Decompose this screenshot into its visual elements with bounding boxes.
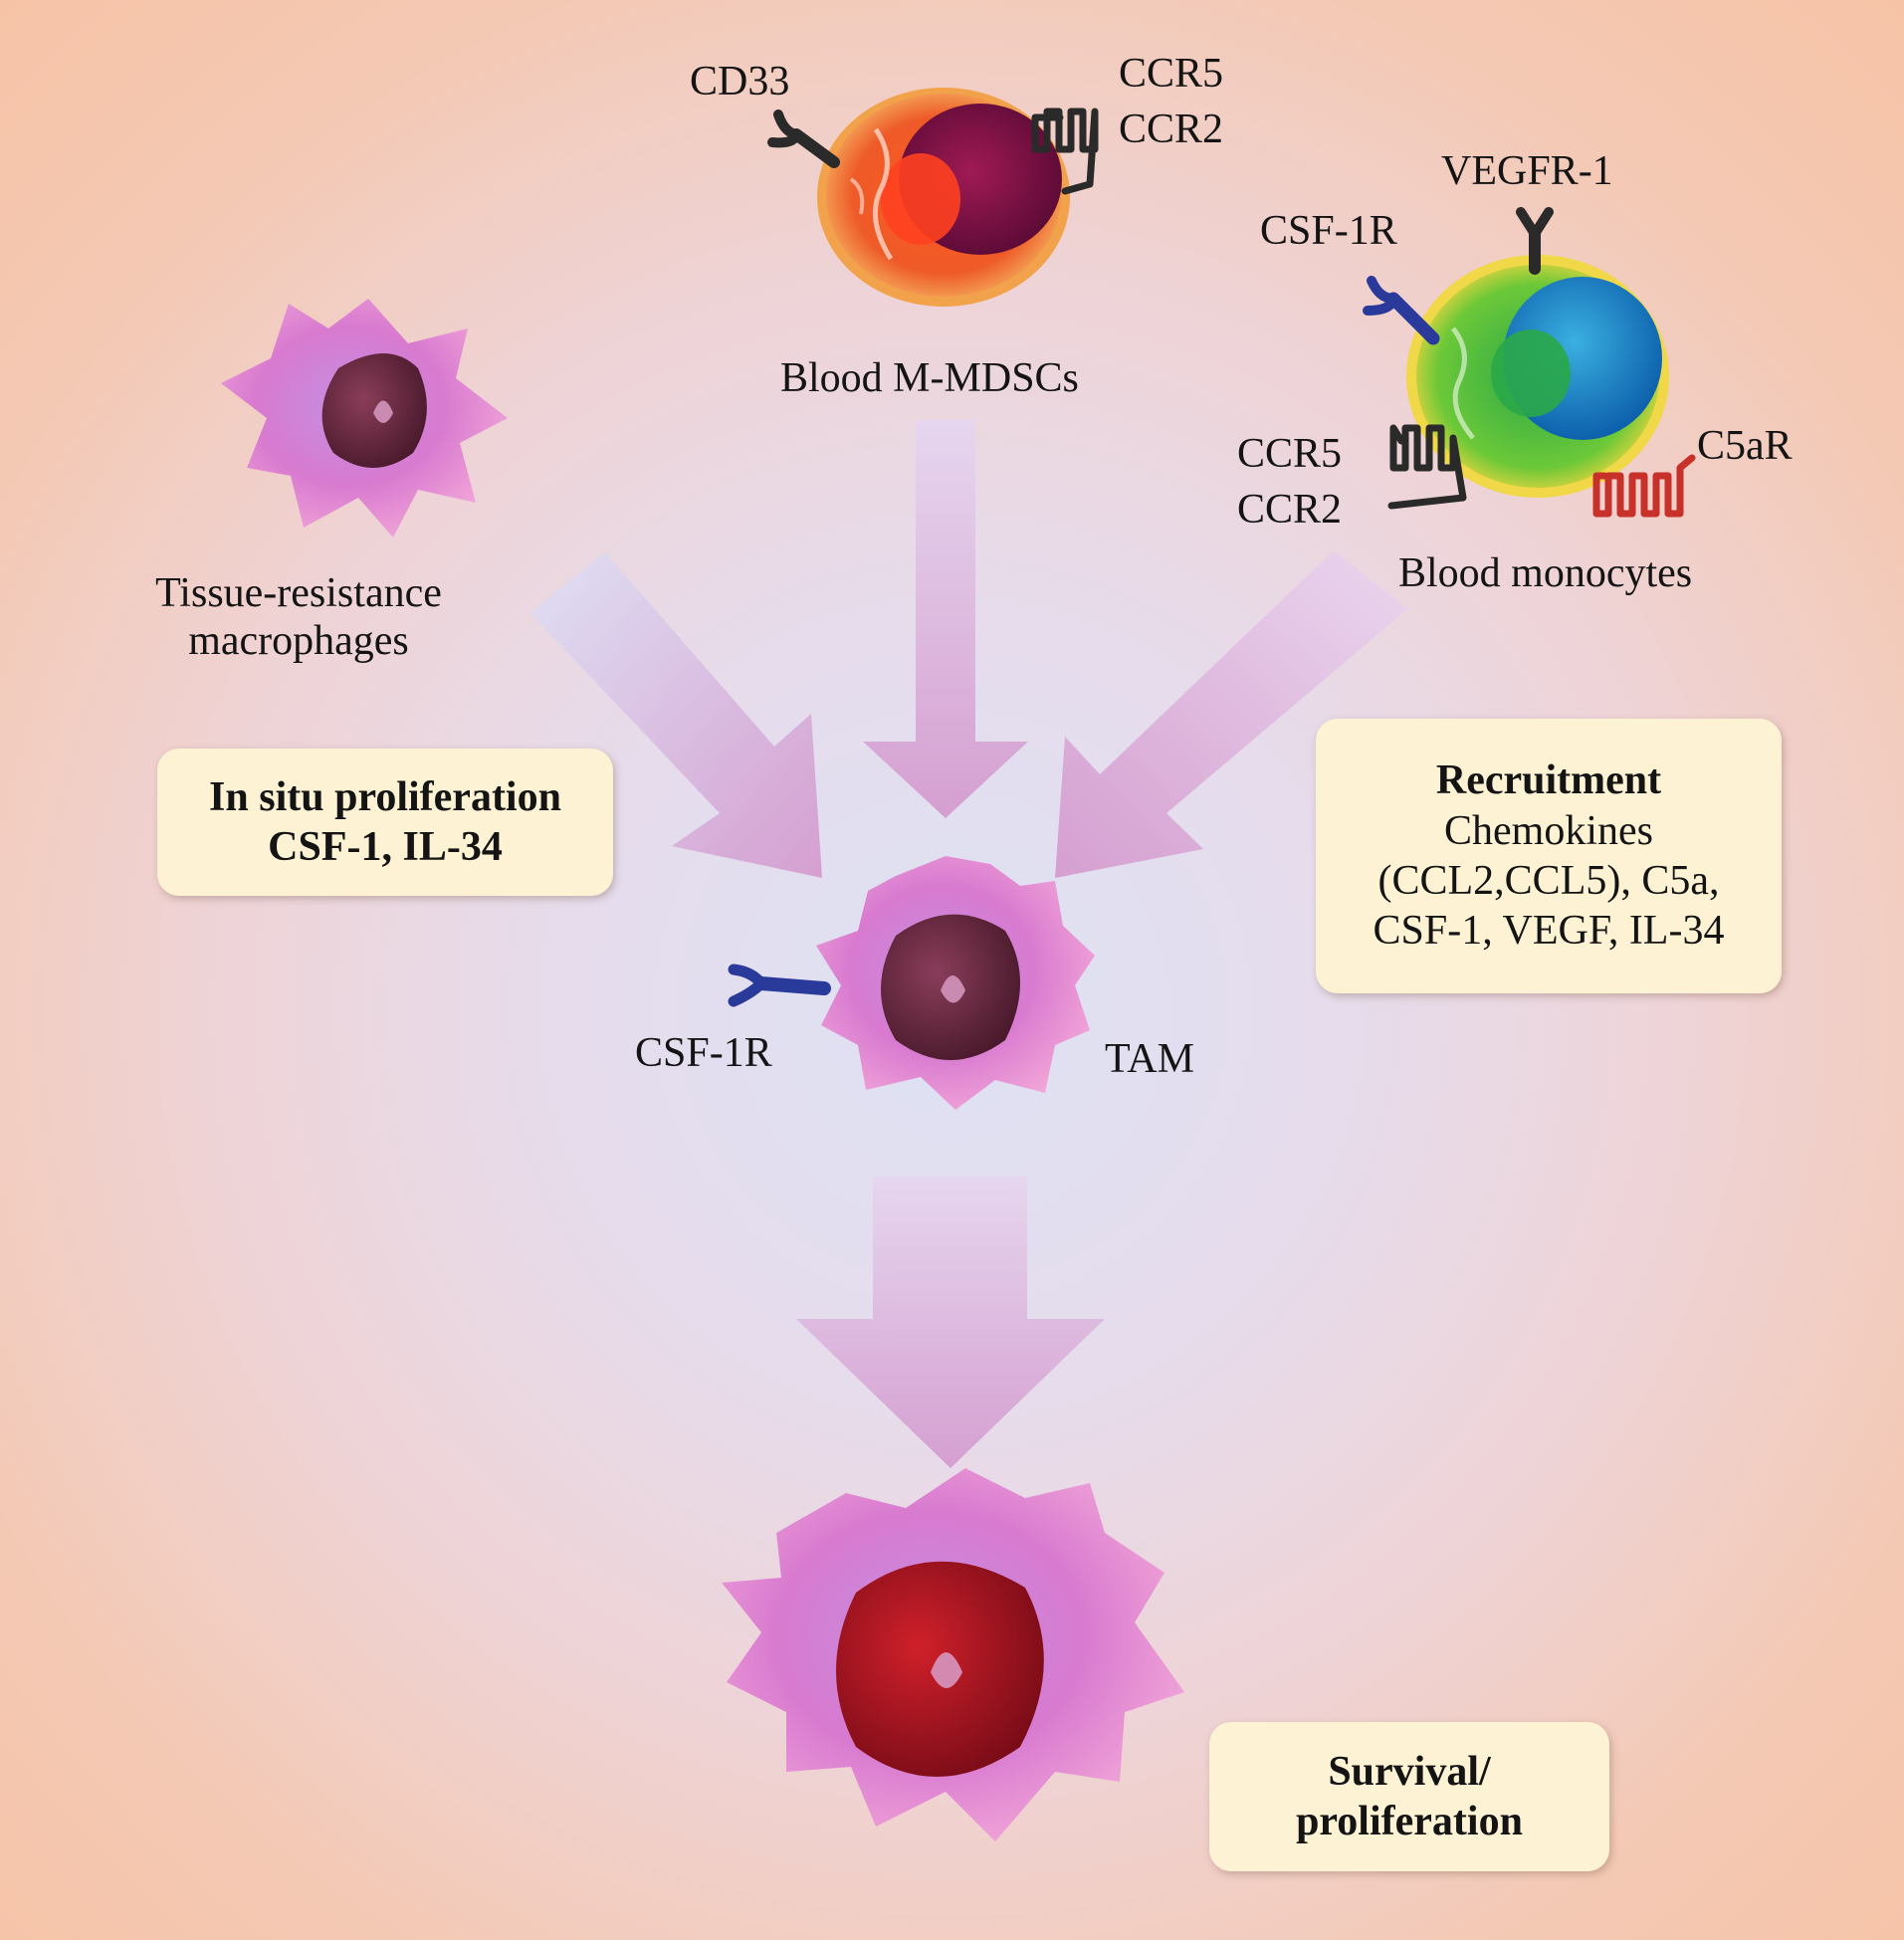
tissue-label-line2: macrophages <box>188 618 409 665</box>
vegfr1-label: VEGFR-1 <box>1441 148 1613 194</box>
tissue-macrophage-icon <box>221 299 508 538</box>
monocyte-csf1r-receptor-icon <box>1363 276 1440 345</box>
arrow-mdsc-to-tam <box>863 420 1028 818</box>
c5ar-label: C5aR <box>1697 423 1793 469</box>
tam-csf1r-receptor-icon <box>728 964 831 1007</box>
cd33-label: CD33 <box>690 59 790 105</box>
survival-line1: Survival/ <box>1328 1748 1491 1795</box>
in-situ-line1: In situ proliferation <box>209 773 561 820</box>
cd33-receptor-icon <box>767 109 840 168</box>
mdsc-ccr2-label: CCR2 <box>1119 107 1224 152</box>
recruitment-box: Recruitment Chemokines (CCL2,CCL5), C5a,… <box>1316 719 1782 993</box>
recruitment-title: Recruitment <box>1435 757 1662 804</box>
recruitment-line2: (CCL2,CCL5), C5a, <box>1377 858 1720 904</box>
survival-proliferation-box: Survival/ proliferation <box>1209 1722 1609 1871</box>
survival-line2: proliferation <box>1296 1799 1523 1844</box>
in-situ-line2: CSF-1, IL-34 <box>268 824 503 870</box>
arrow-tissue-to-tam <box>530 552 822 878</box>
monocyte-cell-icon <box>1406 255 1669 498</box>
monocyte-csf1r-label: CSF-1R <box>1260 208 1397 254</box>
tam-cell-icon <box>816 856 1095 1110</box>
recruitment-line1: Chemokines <box>1444 807 1653 854</box>
blood-mmdscs-label: Blood M-MDSCs <box>780 355 1079 401</box>
tissue-macrophages-label: Tissue-resistance macrophages <box>129 569 468 666</box>
tissue-label-line1: Tissue-resistance <box>155 570 442 616</box>
arrow-tam-to-proliferating <box>796 1177 1105 1468</box>
recruitment-line3: CSF-1, VEGF, IL-34 <box>1373 908 1725 955</box>
mdsc-ccr-receptor-icon <box>1031 108 1099 195</box>
arrow-monocytes-to-tam <box>1055 550 1407 878</box>
blood-monocytes-label: Blood monocytes <box>1398 550 1693 596</box>
monocyte-ccr5-label: CCR5 <box>1237 431 1343 477</box>
vegfr1-receptor-icon <box>1516 207 1554 275</box>
mdsc-cell-icon <box>817 88 1070 307</box>
tam-label: TAM <box>1105 1036 1194 1082</box>
c5ar-receptor-icon <box>1592 454 1696 518</box>
proliferating-macrophage-icon <box>722 1468 1184 1841</box>
mdsc-ccr5-label: CCR5 <box>1119 51 1224 97</box>
in-situ-proliferation-box: In situ proliferation CSF-1, IL-34 <box>157 749 613 896</box>
monocyte-ccr-receptor-icon <box>1387 424 1467 510</box>
monocyte-ccr2-label: CCR2 <box>1237 487 1343 533</box>
tam-csf1r-label: CSF-1R <box>635 1030 772 1076</box>
